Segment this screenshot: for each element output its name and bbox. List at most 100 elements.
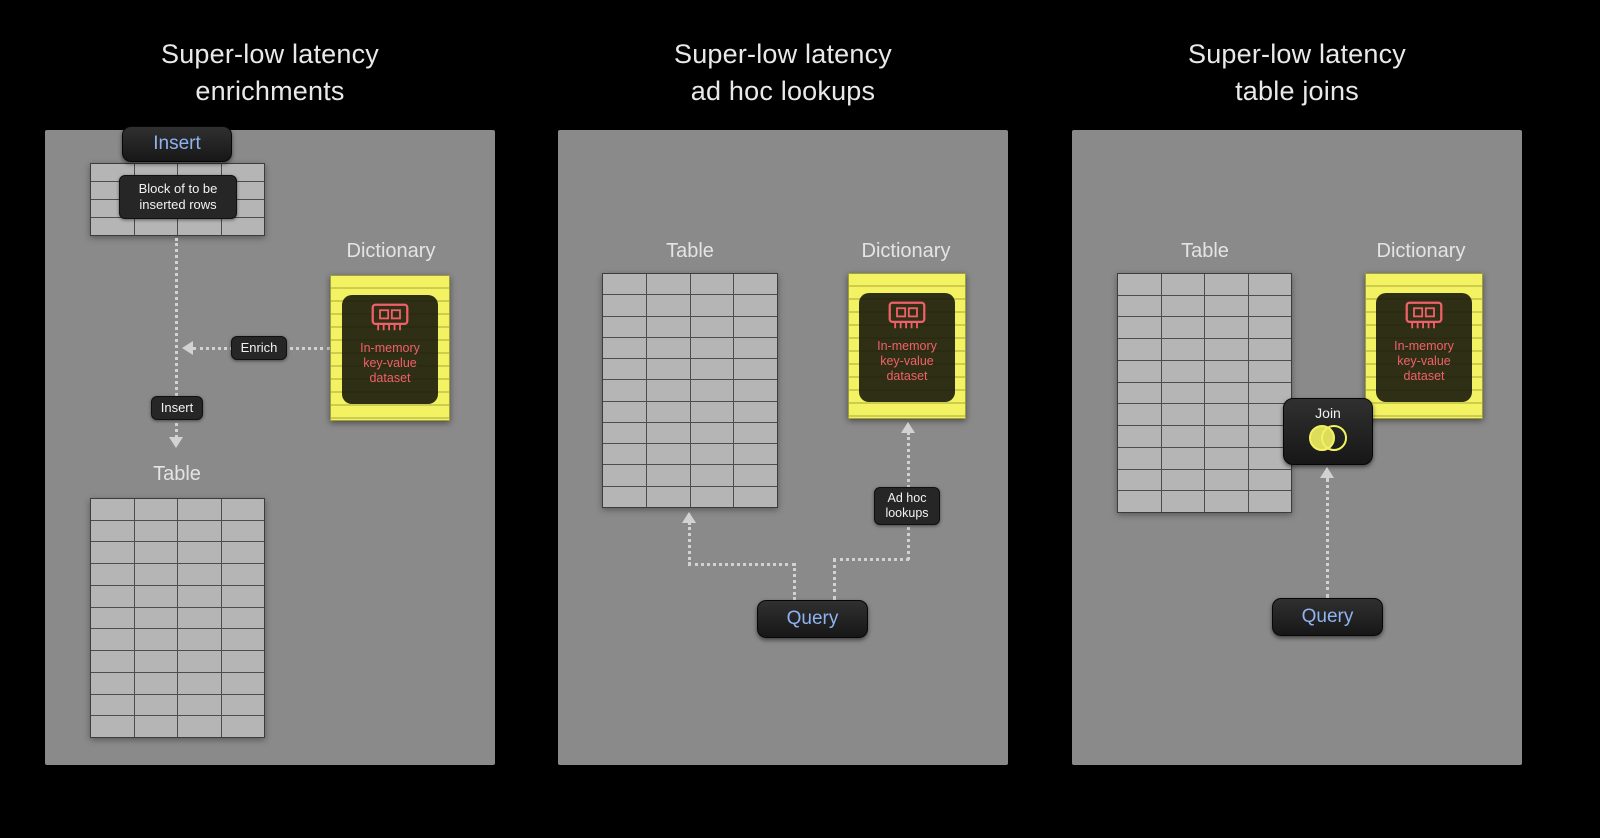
arrowhead-up-icon (682, 512, 696, 523)
table-cell (134, 607, 177, 629)
table-cell (1161, 491, 1204, 512)
table-cell (1118, 491, 1161, 512)
table-cell (134, 694, 177, 716)
arrowhead-left-icon (182, 341, 193, 355)
query-flow-line (1326, 478, 1329, 598)
table-cell (646, 337, 690, 359)
table-cell (134, 564, 177, 585)
block-label-line: inserted rows (139, 197, 217, 212)
table-cell (646, 359, 690, 380)
table-grid (90, 498, 265, 738)
dictionary-card: In-memory key-value dataset (1376, 293, 1472, 402)
dictionary-graphic: In-memory key-value dataset (330, 275, 450, 421)
adhoc-label-line: Ad hoc (887, 491, 927, 505)
table-cell (1248, 404, 1291, 426)
table-cell (734, 337, 777, 359)
query-flow-line (688, 522, 691, 565)
table-cell (1248, 426, 1291, 447)
dictionary-text: In-memory key-value dataset (360, 341, 420, 386)
table-cell (1248, 339, 1291, 360)
table-cell (1118, 295, 1161, 317)
dictionary-card: In-memory key-value dataset (342, 295, 438, 404)
insert-button-label: Insert (153, 133, 201, 154)
table-cell (221, 629, 264, 651)
query-flow-line (793, 563, 796, 600)
table-cell (91, 585, 134, 607)
table-cell (91, 672, 134, 694)
table-cell (1161, 274, 1204, 295)
table-cell (646, 401, 690, 422)
dictionary-text: In-memory key-value dataset (1394, 339, 1454, 384)
dictionary-text: In-memory key-value dataset (877, 339, 937, 384)
table-cell (690, 422, 734, 444)
dictionary-text-line: dataset (369, 371, 411, 385)
table-grid (602, 273, 778, 508)
table-cell (1248, 274, 1291, 295)
table-cell (91, 542, 134, 564)
table-cell (1205, 426, 1248, 447)
table-cell (1161, 317, 1204, 339)
table-cell (1248, 491, 1291, 512)
table-cell (690, 274, 734, 295)
table-label: Table (1181, 240, 1229, 262)
title-line: Super-low latency (673, 39, 892, 69)
table-cell (134, 585, 177, 607)
table-cell (178, 499, 221, 520)
table-cell (1205, 382, 1248, 404)
dictionary-graphic: In-memory key-value dataset (848, 273, 966, 419)
table-cell (690, 295, 734, 316)
table-cell (221, 672, 264, 694)
table-cell (134, 218, 177, 235)
insert-small-label-text: Insert (160, 400, 194, 415)
table-cell (646, 444, 690, 465)
dictionary-text-line: key-value (363, 356, 417, 370)
table-cell (91, 520, 134, 542)
table-cell (178, 564, 221, 585)
table-cell (1205, 491, 1248, 512)
table-cell (1205, 360, 1248, 382)
table-cell (1248, 360, 1291, 382)
table-grid (1117, 273, 1292, 513)
dictionary-label: Dictionary (1376, 240, 1466, 262)
table-cell (690, 486, 734, 507)
table-cell (646, 295, 690, 316)
table-cell (1118, 360, 1161, 382)
table-cell (1205, 447, 1248, 469)
table-cell (221, 585, 264, 607)
table-cell (1205, 317, 1248, 339)
dictionary-label: Dictionary (346, 240, 436, 262)
panel-title-enrichments: Super-low latency enrichments (40, 36, 500, 110)
memory-icon (1404, 300, 1444, 336)
table-cell (1118, 317, 1161, 339)
table-label: Table (153, 463, 201, 485)
table-cell (1161, 426, 1204, 447)
dictionary-text-line: dataset (1403, 369, 1445, 383)
table-cell (91, 607, 134, 629)
table-cell (91, 629, 134, 651)
adhoc-label-line: lookups (885, 506, 929, 520)
table-cell (603, 274, 646, 295)
table-cell (1161, 447, 1204, 469)
table-cell (1161, 404, 1204, 426)
panel-adhoc-lookups: Table Dictionary In-memory key-value (558, 130, 1008, 765)
table-cell (734, 401, 777, 422)
dictionary-text-line: In-memory (1394, 339, 1454, 353)
table-cell (1118, 469, 1161, 491)
table-cell (1161, 360, 1204, 382)
query-button-label: Query (1301, 606, 1354, 627)
table-cell (221, 564, 264, 585)
table-cell (603, 465, 646, 486)
table-cell (734, 274, 777, 295)
dictionary-text-line: In-memory (360, 341, 420, 355)
table-cell (134, 542, 177, 564)
table-cell (690, 465, 734, 486)
table-cell (134, 520, 177, 542)
table-cell (690, 401, 734, 422)
table-cell (1161, 382, 1204, 404)
table-cell (221, 520, 264, 542)
table-cell (1248, 317, 1291, 339)
table-cell (646, 274, 690, 295)
table-cell (734, 295, 777, 316)
table-cell (178, 218, 221, 235)
